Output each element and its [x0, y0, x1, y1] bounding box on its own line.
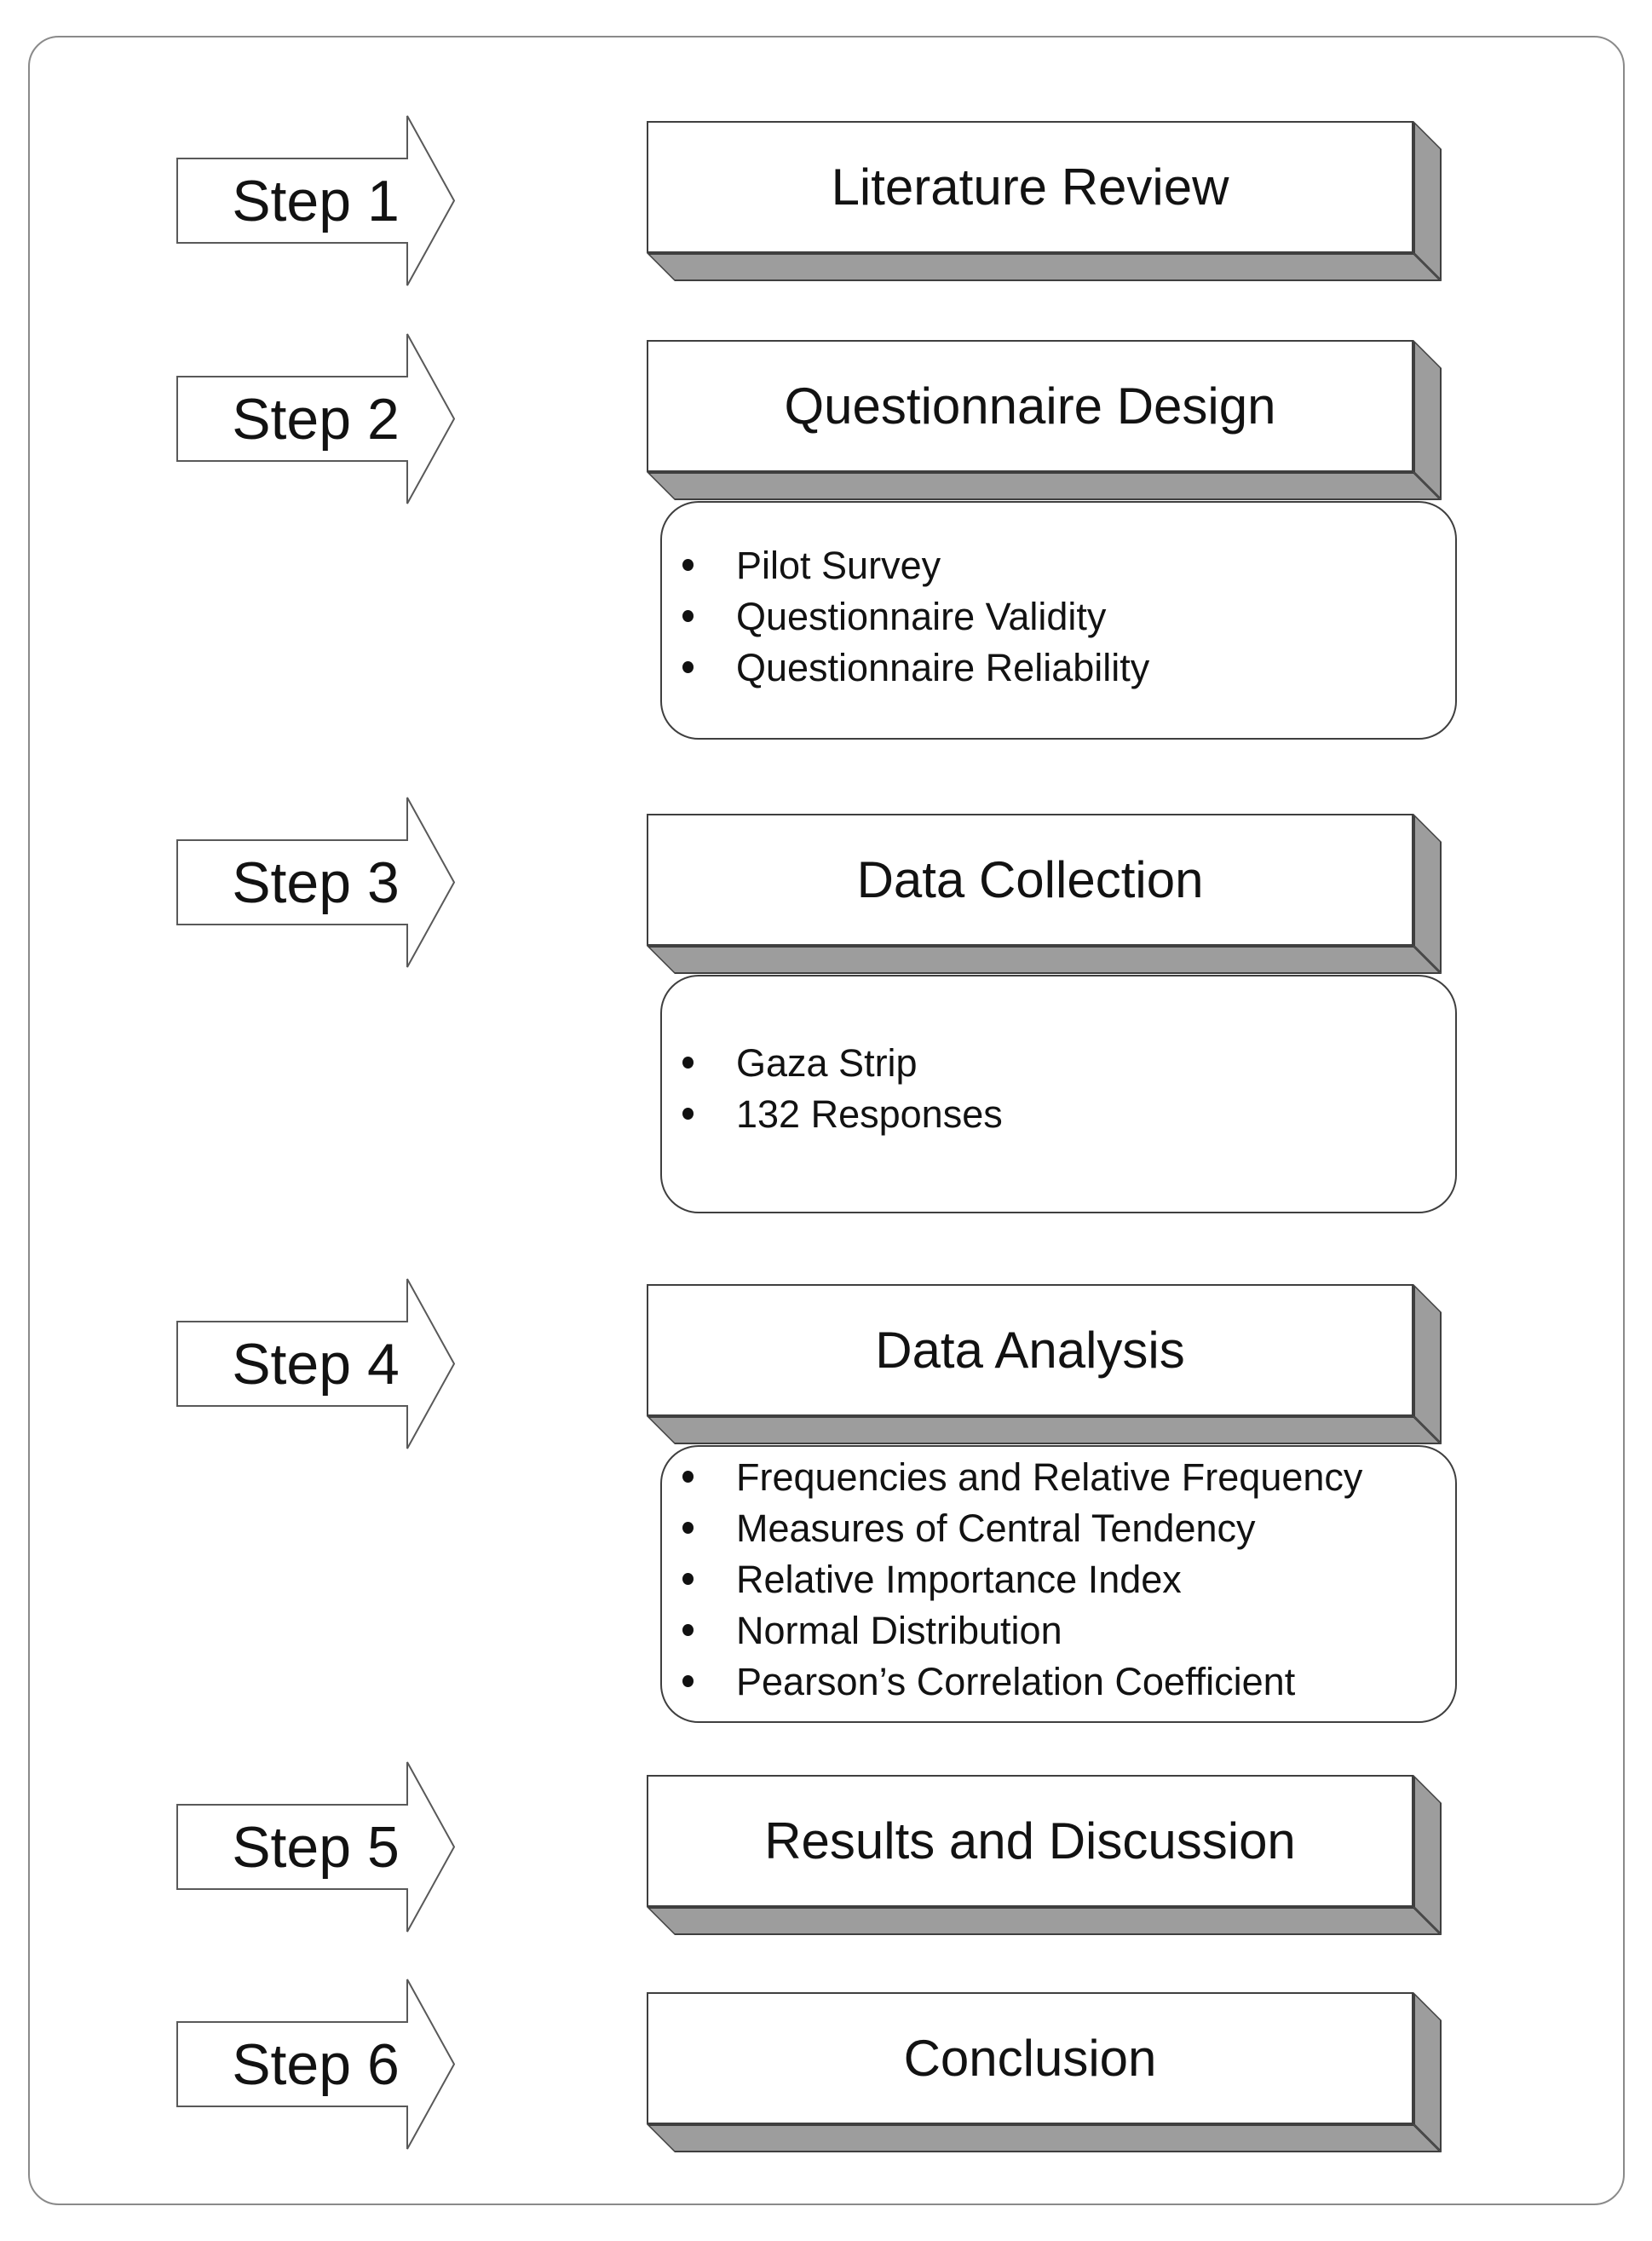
- list-item: Gaza Strip: [662, 1037, 1455, 1088]
- page-border: [28, 36, 1625, 2205]
- box-title: Literature Review: [647, 121, 1413, 253]
- box-shadow-bottom: [647, 253, 1442, 281]
- box-shadow-bottom: [647, 1416, 1442, 1444]
- bullet-dot-icon: [682, 1108, 694, 1120]
- bullet-text: 132 Responses: [736, 1092, 1003, 1136]
- box-shadow-bottom: [647, 472, 1442, 500]
- bullet-text: Frequencies and Relative Frequency: [736, 1455, 1363, 1499]
- list-item: Measures of Central Tendency: [662, 1502, 1455, 1553]
- note-data-analysis: Frequencies and Relative Frequency Measu…: [660, 1445, 1457, 1723]
- step-arrow-2: Step 2: [176, 333, 455, 504]
- box-literature-review: Literature Review: [647, 121, 1442, 281]
- step-arrow-1: Step 1: [176, 115, 455, 286]
- bullet-dot-icon: [682, 1471, 694, 1483]
- box-title: Results and Discussion: [647, 1775, 1413, 1907]
- box-title: Data Collection: [647, 814, 1413, 946]
- step-arrow-4: Step 4: [176, 1278, 455, 1449]
- bullet-text: Gaza Strip: [736, 1040, 918, 1085]
- step-arrow-6: Step 6: [176, 1979, 455, 2150]
- bullet-text: Questionnaire Validity: [736, 594, 1107, 638]
- box-conclusion: Conclusion: [647, 1992, 1442, 2152]
- bullet-text: Pilot Survey: [736, 543, 941, 587]
- box-data-collection: Data Collection: [647, 814, 1442, 974]
- box-shadow-bottom: [647, 946, 1442, 974]
- bullet-text: Normal Distribution: [736, 1608, 1062, 1652]
- bullet-dot-icon: [682, 1624, 694, 1636]
- right-arrow-icon: [176, 1761, 455, 1933]
- box-questionnaire-design: Questionnaire Design: [647, 340, 1442, 500]
- step-arrow-3: Step 3: [176, 797, 455, 968]
- bullet-dot-icon: [682, 610, 694, 622]
- bullet-text: Relative Importance Index: [736, 1557, 1182, 1601]
- list-item: Relative Importance Index: [662, 1553, 1455, 1604]
- bullet-dot-icon: [682, 661, 694, 673]
- box-shadow-bottom: [647, 1907, 1442, 1935]
- step-label: Step 3: [232, 850, 400, 915]
- step-label: Step 2: [232, 386, 400, 452]
- list-item: Frequencies and Relative Frequency: [662, 1451, 1455, 1502]
- list-item: 132 Responses: [662, 1088, 1455, 1139]
- note-data-collection: Gaza Strip 132 Responses: [660, 975, 1457, 1213]
- step-arrow-5: Step 5: [176, 1761, 455, 1933]
- step-label: Step 4: [232, 1331, 400, 1397]
- right-arrow-icon: [176, 1278, 455, 1449]
- bullet-dot-icon: [682, 1057, 694, 1069]
- list-item: Questionnaire Validity: [662, 590, 1455, 642]
- box-data-analysis: Data Analysis: [647, 1284, 1442, 1444]
- box-title: Questionnaire Design: [647, 340, 1413, 472]
- list-item: Questionnaire Reliability: [662, 642, 1455, 693]
- step-label: Step 5: [232, 1814, 400, 1880]
- bullet-dot-icon: [682, 1573, 694, 1585]
- bullet-dot-icon: [682, 1675, 694, 1687]
- box-title: Conclusion: [647, 1992, 1413, 2124]
- bullet-text: Questionnaire Reliability: [736, 645, 1150, 689]
- bullet-text: Measures of Central Tendency: [736, 1506, 1256, 1550]
- step-label: Step 1: [232, 168, 400, 233]
- list-item: Pearson’s Correlation Coefficient: [662, 1656, 1455, 1707]
- bullet-dot-icon: [682, 559, 694, 571]
- right-arrow-icon: [176, 115, 455, 286]
- box-shadow-bottom: [647, 2124, 1442, 2152]
- note-questionnaire-design: Pilot Survey Questionnaire Validity Ques…: [660, 501, 1457, 740]
- bullet-text: Pearson’s Correlation Coefficient: [736, 1659, 1296, 1703]
- list-item: Normal Distribution: [662, 1604, 1455, 1656]
- step-label: Step 6: [232, 2031, 400, 2097]
- box-title: Data Analysis: [647, 1284, 1413, 1416]
- box-results-discussion: Results and Discussion: [647, 1775, 1442, 1935]
- right-arrow-icon: [176, 797, 455, 968]
- bullet-dot-icon: [682, 1522, 694, 1534]
- right-arrow-icon: [176, 1979, 455, 2150]
- right-arrow-icon: [176, 333, 455, 504]
- list-item: Pilot Survey: [662, 539, 1455, 590]
